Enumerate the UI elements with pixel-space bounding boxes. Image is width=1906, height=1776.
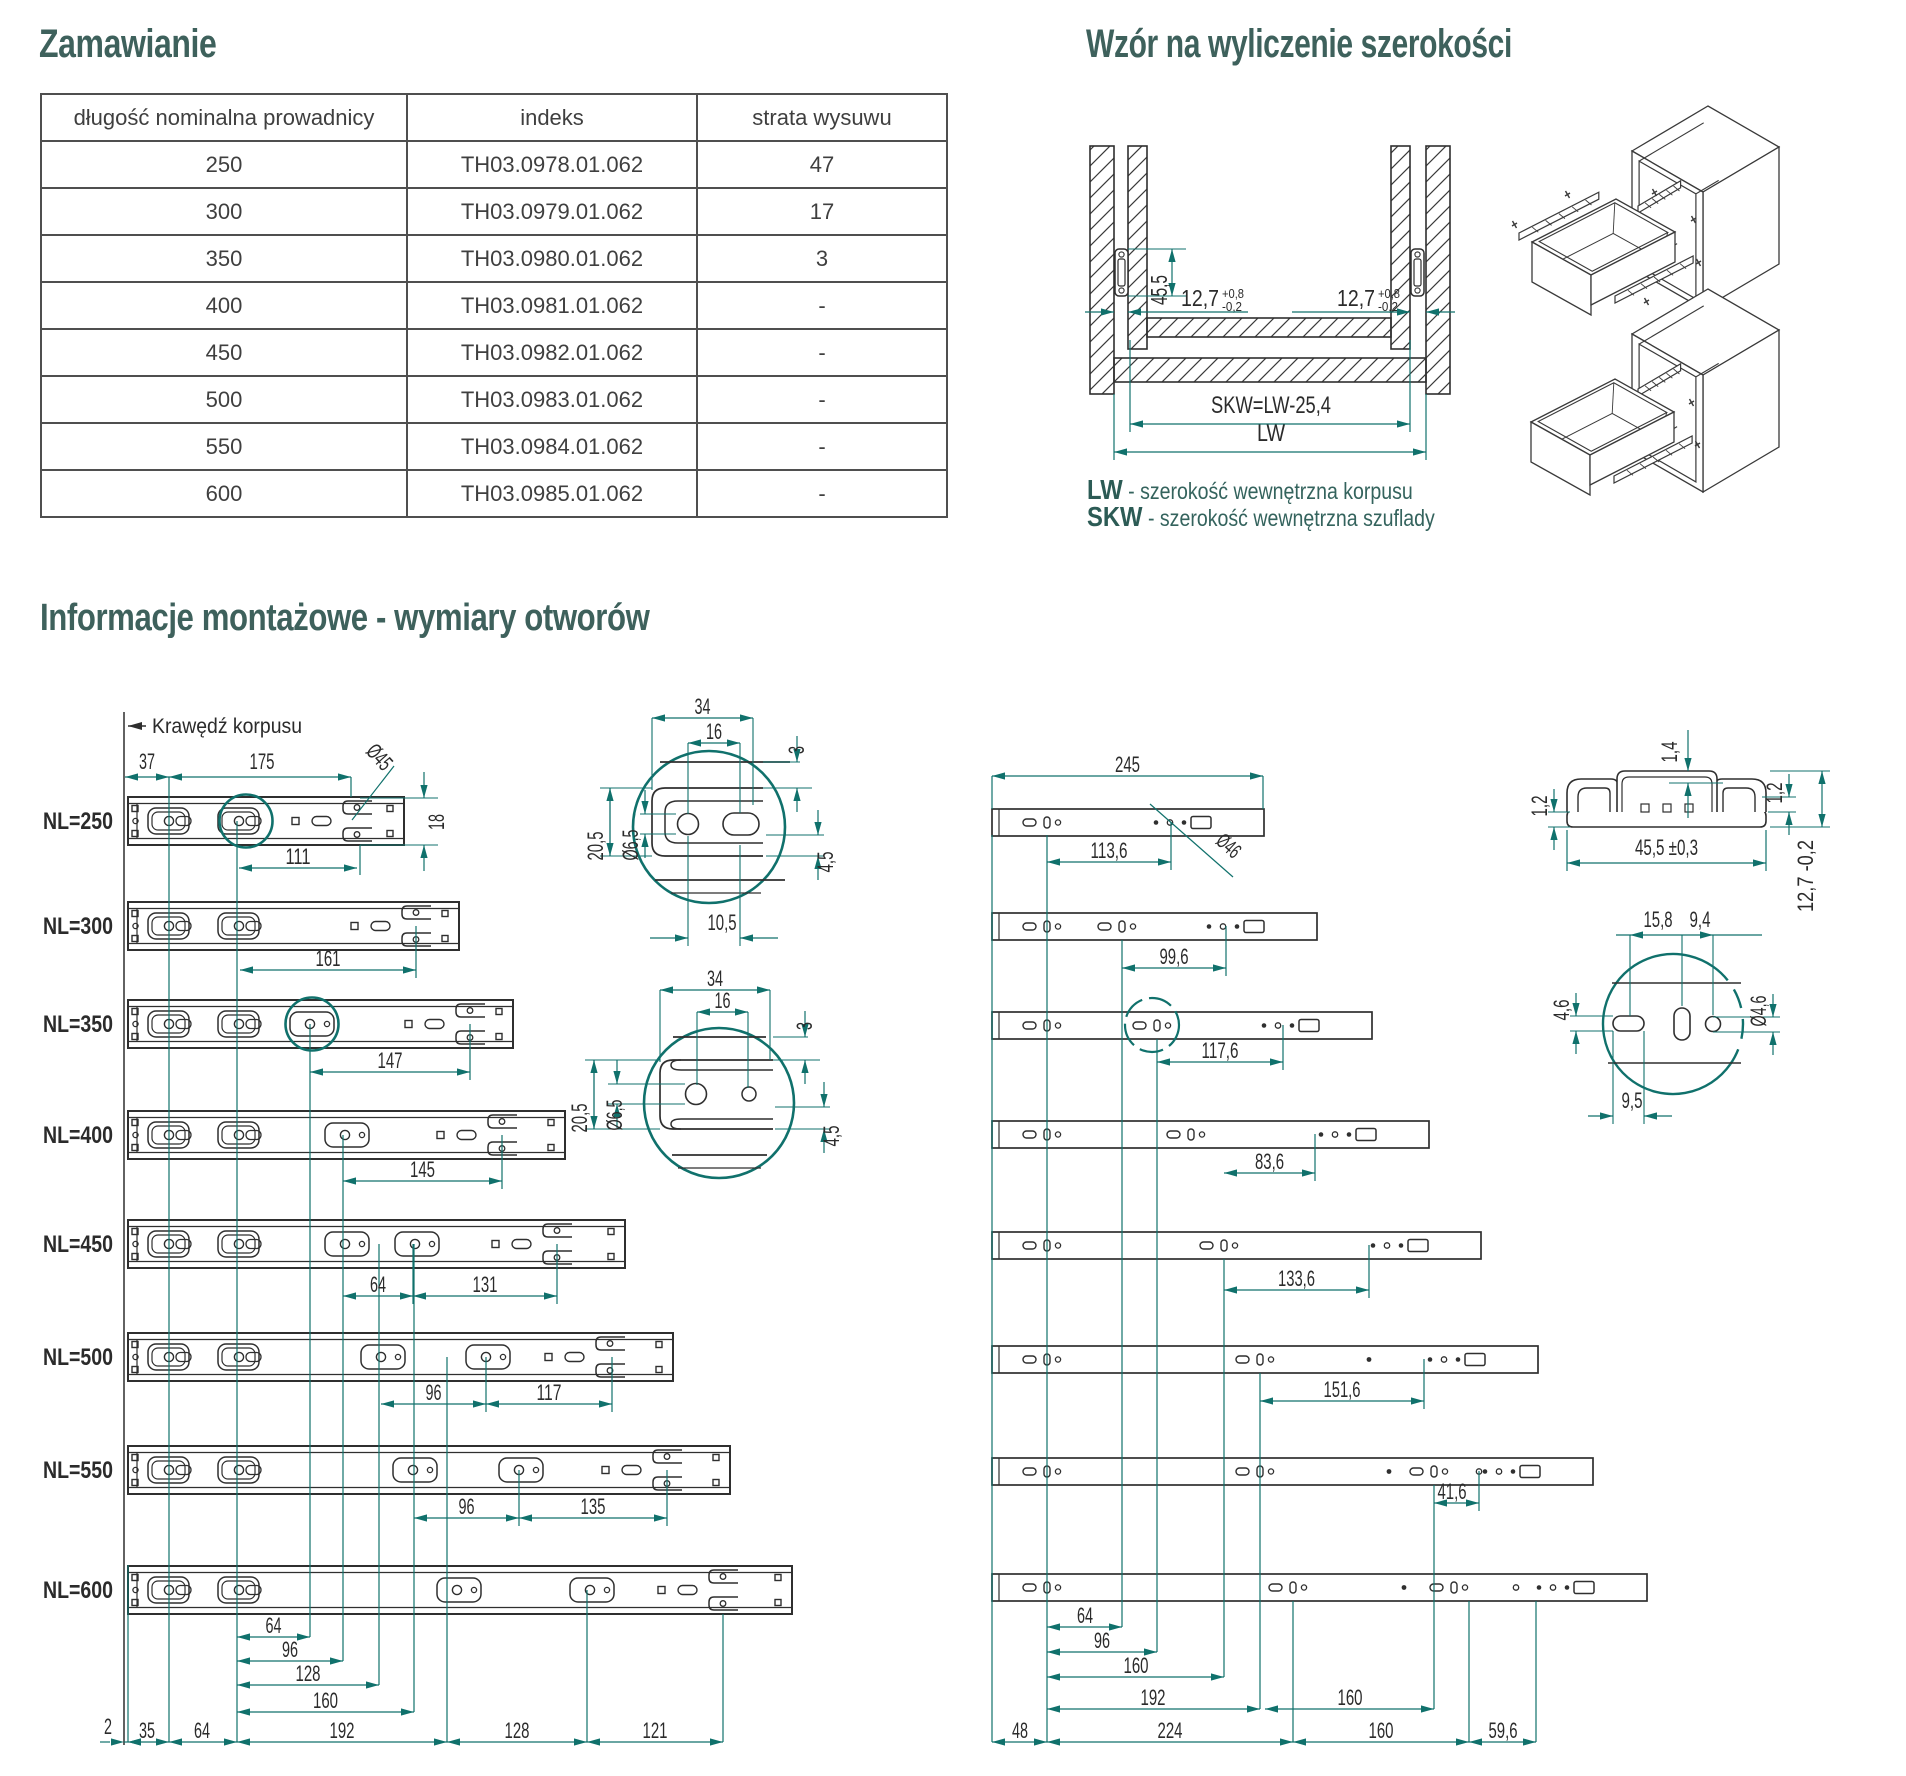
svg-text:12,7 -0,2: 12,7 -0,2 [1793, 840, 1818, 912]
svg-text:+0,8: +0,8 [1378, 286, 1400, 301]
svg-text:4,5: 4,5 [819, 1126, 844, 1147]
svg-text:45,5: 45,5 [1146, 275, 1172, 305]
svg-text:4,6: 4,6 [1549, 1000, 1574, 1021]
svg-text:245: 245 [1115, 752, 1140, 777]
svg-text:10,5: 10,5 [708, 910, 737, 935]
svg-text:151,6: 151,6 [1324, 1377, 1361, 1402]
svg-text:NL=400: NL=400 [43, 1122, 113, 1149]
svg-text:NL=500: NL=500 [43, 1344, 113, 1371]
svg-text:3: 3 [784, 746, 809, 754]
svg-text:NL=600: NL=600 [43, 1577, 113, 1604]
svg-text:161: 161 [316, 946, 341, 971]
svg-text:-0,2: -0,2 [1378, 299, 1398, 314]
svg-text:NL=300: NL=300 [43, 913, 113, 940]
svg-text:16: 16 [706, 719, 722, 744]
svg-text:NL=350: NL=350 [43, 1011, 113, 1038]
svg-text:1,2: 1,2 [1762, 783, 1787, 804]
svg-text:3: 3 [792, 1022, 817, 1030]
svg-text:64: 64 [370, 1272, 386, 1297]
svg-text:117,6: 117,6 [1202, 1038, 1239, 1063]
svg-text:160: 160 [313, 1688, 338, 1713]
svg-text:1,2: 1,2 [1527, 796, 1552, 817]
svg-text:Ø45: Ø45 [361, 739, 398, 776]
svg-text:20,5: 20,5 [583, 832, 608, 861]
svg-text:LW: LW [1257, 420, 1285, 447]
svg-text:121: 121 [643, 1718, 668, 1743]
svg-text:15,8: 15,8 [1644, 907, 1673, 932]
svg-text:+0,8: +0,8 [1222, 286, 1244, 301]
svg-text:192: 192 [330, 1718, 355, 1743]
svg-text:41,6: 41,6 [1438, 1479, 1467, 1504]
svg-text:111: 111 [286, 844, 311, 869]
svg-text:NL=550: NL=550 [43, 1457, 113, 1484]
svg-text:48: 48 [1012, 1718, 1028, 1743]
svg-text:NL=250: NL=250 [43, 808, 113, 835]
svg-text:96: 96 [1094, 1628, 1110, 1653]
svg-text:9,5: 9,5 [1622, 1088, 1643, 1113]
svg-text:Ø6,5: Ø6,5 [602, 1100, 627, 1131]
svg-text:192: 192 [1141, 1685, 1166, 1710]
svg-text:4,5: 4,5 [813, 852, 838, 873]
svg-text:Krawędź korpusu: Krawędź korpusu [152, 715, 302, 738]
svg-text:64: 64 [266, 1613, 282, 1638]
svg-text:96: 96 [282, 1637, 298, 1662]
svg-text:1,4: 1,4 [1657, 742, 1682, 763]
svg-text:131: 131 [473, 1272, 498, 1297]
svg-text:99,6: 99,6 [1160, 944, 1189, 969]
svg-text:20,5: 20,5 [567, 1104, 592, 1133]
svg-text:96: 96 [426, 1380, 442, 1405]
svg-text:34: 34 [707, 966, 723, 991]
svg-text:83,6: 83,6 [1255, 1149, 1284, 1174]
svg-text:18: 18 [424, 814, 449, 830]
svg-text:12,7: 12,7 [1337, 285, 1375, 311]
svg-text:160: 160 [1124, 1653, 1149, 1678]
svg-text:117: 117 [537, 1380, 562, 1405]
svg-text:64: 64 [1077, 1603, 1093, 1628]
svg-text:96: 96 [459, 1494, 475, 1519]
svg-text:147: 147 [378, 1048, 403, 1073]
svg-text:16: 16 [715, 988, 731, 1013]
svg-text:64: 64 [194, 1718, 210, 1743]
svg-text:37: 37 [139, 749, 155, 774]
svg-text:113,6: 113,6 [1091, 838, 1128, 863]
svg-text:45,5 ±0,3: 45,5 ±0,3 [1635, 835, 1698, 860]
svg-text:160: 160 [1369, 1718, 1394, 1743]
svg-text:34: 34 [695, 694, 711, 719]
svg-text:160: 160 [1338, 1685, 1363, 1710]
svg-text:2: 2 [104, 1714, 112, 1739]
svg-text:35: 35 [139, 1718, 155, 1743]
svg-text:SKW=LW-25,4: SKW=LW-25,4 [1211, 392, 1331, 419]
svg-text:145: 145 [410, 1157, 435, 1182]
svg-text:-0,2: -0,2 [1222, 299, 1242, 314]
svg-text:135: 135 [581, 1494, 606, 1519]
svg-text:9,4: 9,4 [1690, 907, 1711, 932]
svg-text:12,7: 12,7 [1181, 285, 1219, 311]
svg-text:Ø4,6: Ø4,6 [1746, 996, 1771, 1027]
svg-text:128: 128 [505, 1718, 530, 1743]
svg-text:Ø6,5: Ø6,5 [618, 830, 643, 861]
svg-text:NL=450: NL=450 [43, 1231, 113, 1258]
svg-text:175: 175 [250, 749, 275, 774]
svg-text:128: 128 [296, 1661, 321, 1686]
svg-text:224: 224 [1158, 1718, 1183, 1743]
svg-text:59,6: 59,6 [1489, 1718, 1518, 1743]
svg-text:133,6: 133,6 [1278, 1266, 1315, 1291]
